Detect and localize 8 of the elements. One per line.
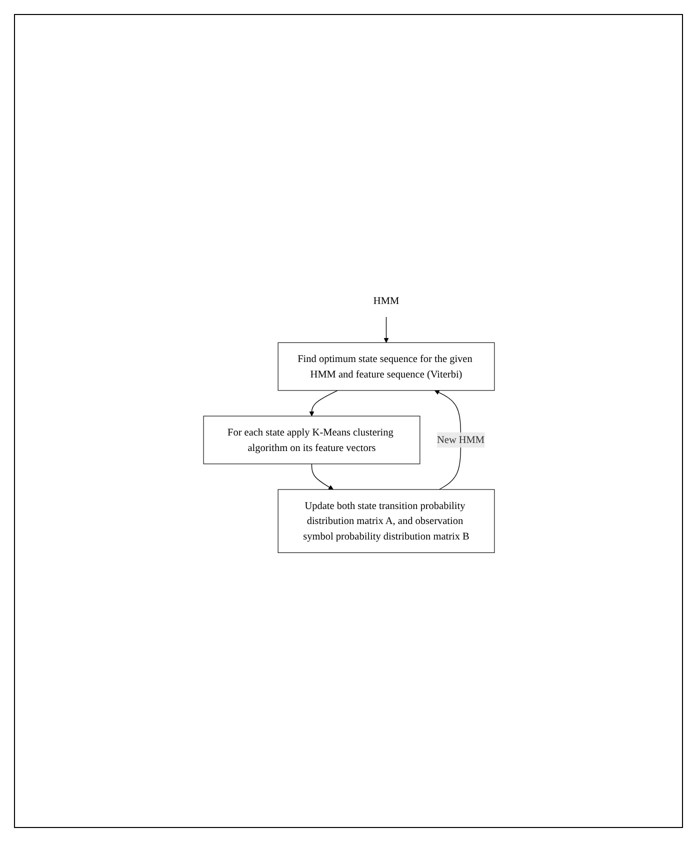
arrow xyxy=(310,463,333,490)
node-box xyxy=(277,489,494,553)
node-text: HMM xyxy=(372,294,399,306)
page-frame: New HMM HMM Find optimum state sequence for the given HMM and feature sequence (Viterbi) For each state apply K-Means clustering algorithm on its feature vectors Update both state transition probability distribution matrix A, and observation symbol probability distribution matrix B xyxy=(14,14,683,828)
node-box xyxy=(277,342,494,391)
arrow xyxy=(308,390,338,416)
arrow xyxy=(383,316,388,343)
node-box xyxy=(202,416,420,464)
